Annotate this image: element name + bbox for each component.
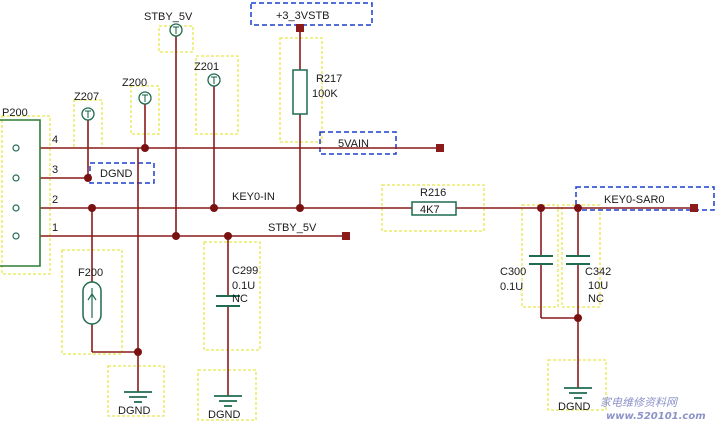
pin-number: 1 bbox=[52, 222, 58, 234]
highlight-z201 bbox=[195, 55, 239, 135]
resistor-r216-body bbox=[411, 201, 457, 216]
net-label-key0-sar0: KEY0-SAR0 bbox=[604, 194, 665, 206]
pin-number: 3 bbox=[52, 164, 58, 176]
pin-number: 2 bbox=[52, 194, 58, 206]
box-dgnd-pin bbox=[89, 162, 155, 184]
box-5vain bbox=[319, 131, 397, 155]
connector-p200: P200 4 3 2 1 bbox=[0, 107, 58, 267]
net-terminals bbox=[296, 24, 698, 240]
highlight-connector bbox=[1, 115, 51, 275]
watermark-url: www.520101.com bbox=[606, 411, 706, 422]
c300-ref: C300 bbox=[500, 266, 526, 278]
ground-label: DGND bbox=[118, 405, 150, 417]
watermark-chinese: 家电维修资料网 bbox=[600, 396, 679, 409]
junction bbox=[210, 204, 218, 212]
test-point-label-z200: Z200 bbox=[122, 77, 147, 89]
test-point-label-z207: Z207 bbox=[74, 91, 99, 103]
ground-symbol-icon bbox=[564, 387, 592, 399]
junction bbox=[88, 204, 96, 212]
ground-symbol-icon bbox=[214, 395, 242, 407]
junction bbox=[296, 204, 304, 212]
c299-note: NC bbox=[232, 293, 248, 305]
connector-ref: P200 bbox=[2, 107, 28, 119]
ground-label: DGND bbox=[208, 409, 240, 421]
f200-ref: F200 bbox=[78, 267, 103, 279]
resistor-r217-body bbox=[292, 69, 308, 115]
junction bbox=[172, 232, 180, 240]
c342-value: 10U bbox=[588, 280, 608, 292]
junction bbox=[84, 174, 92, 182]
c299-value: 0.1U bbox=[232, 280, 255, 292]
ground-symbol-icon bbox=[124, 391, 152, 403]
connector-pin-2 bbox=[12, 204, 20, 212]
connector-body bbox=[0, 119, 41, 267]
highlight-gnd-mid bbox=[197, 369, 257, 421]
resistor-r217: R217 100K bbox=[292, 69, 342, 115]
wires bbox=[40, 30, 694, 396]
c299-ref: C299 bbox=[232, 265, 258, 277]
capacitor-c299 bbox=[216, 295, 240, 307]
junction bbox=[574, 314, 582, 322]
net-label-dgnd-pin: DGND bbox=[100, 168, 132, 180]
capacitor-c342 bbox=[566, 255, 590, 265]
c342-note: NC bbox=[588, 293, 604, 305]
fuse-arrow-icon bbox=[87, 292, 97, 301]
capacitor-c300 bbox=[529, 255, 553, 265]
box-3v3stb bbox=[250, 2, 373, 26]
c342-ref: C342 bbox=[585, 266, 611, 278]
r216-value: 4K7 bbox=[420, 204, 440, 216]
highlight-gnd-left bbox=[107, 365, 165, 417]
terminal-stby bbox=[342, 232, 350, 240]
pin-number: 4 bbox=[52, 134, 58, 146]
terminal-key0-sar0 bbox=[690, 204, 698, 212]
power-label-stby-top: STBY_5V bbox=[144, 11, 193, 23]
r216-ref: R216 bbox=[420, 187, 446, 199]
terminal-5vain bbox=[436, 144, 444, 152]
net-label-key0-in: KEY0-IN bbox=[232, 191, 275, 203]
net-label-5vain: 5VAIN bbox=[338, 138, 369, 150]
net-label-stby: STBY_5V bbox=[268, 222, 317, 234]
junction bbox=[141, 144, 149, 152]
test-point-label-z201: Z201 bbox=[194, 61, 219, 73]
connector-pin-1 bbox=[12, 232, 20, 240]
r217-ref: R217 bbox=[316, 73, 342, 85]
c300-value: 0.1U bbox=[500, 281, 523, 293]
highlight-boxes bbox=[1, 25, 607, 421]
junction bbox=[224, 232, 232, 240]
junction bbox=[134, 348, 142, 356]
highlight-c299 bbox=[203, 241, 261, 351]
fuse-f200: F200 bbox=[78, 267, 103, 325]
connector-pin-3 bbox=[12, 174, 20, 182]
box-key0-sar0 bbox=[575, 186, 715, 211]
junctions bbox=[84, 144, 582, 356]
resistor-r216: R216 4K7 bbox=[411, 187, 457, 216]
junction bbox=[537, 204, 545, 212]
r217-value: 100K bbox=[312, 88, 338, 100]
net-label-boxes bbox=[89, 2, 715, 211]
highlight-r217 bbox=[279, 37, 323, 143]
power-label-3v3stb: +3_3VSTB bbox=[276, 10, 330, 22]
connector-pin-4 bbox=[12, 144, 20, 152]
highlight-gnd-right bbox=[547, 359, 607, 411]
terminal-3v3stb bbox=[296, 24, 304, 32]
ground-label: DGND bbox=[558, 401, 590, 413]
junction bbox=[574, 204, 582, 212]
